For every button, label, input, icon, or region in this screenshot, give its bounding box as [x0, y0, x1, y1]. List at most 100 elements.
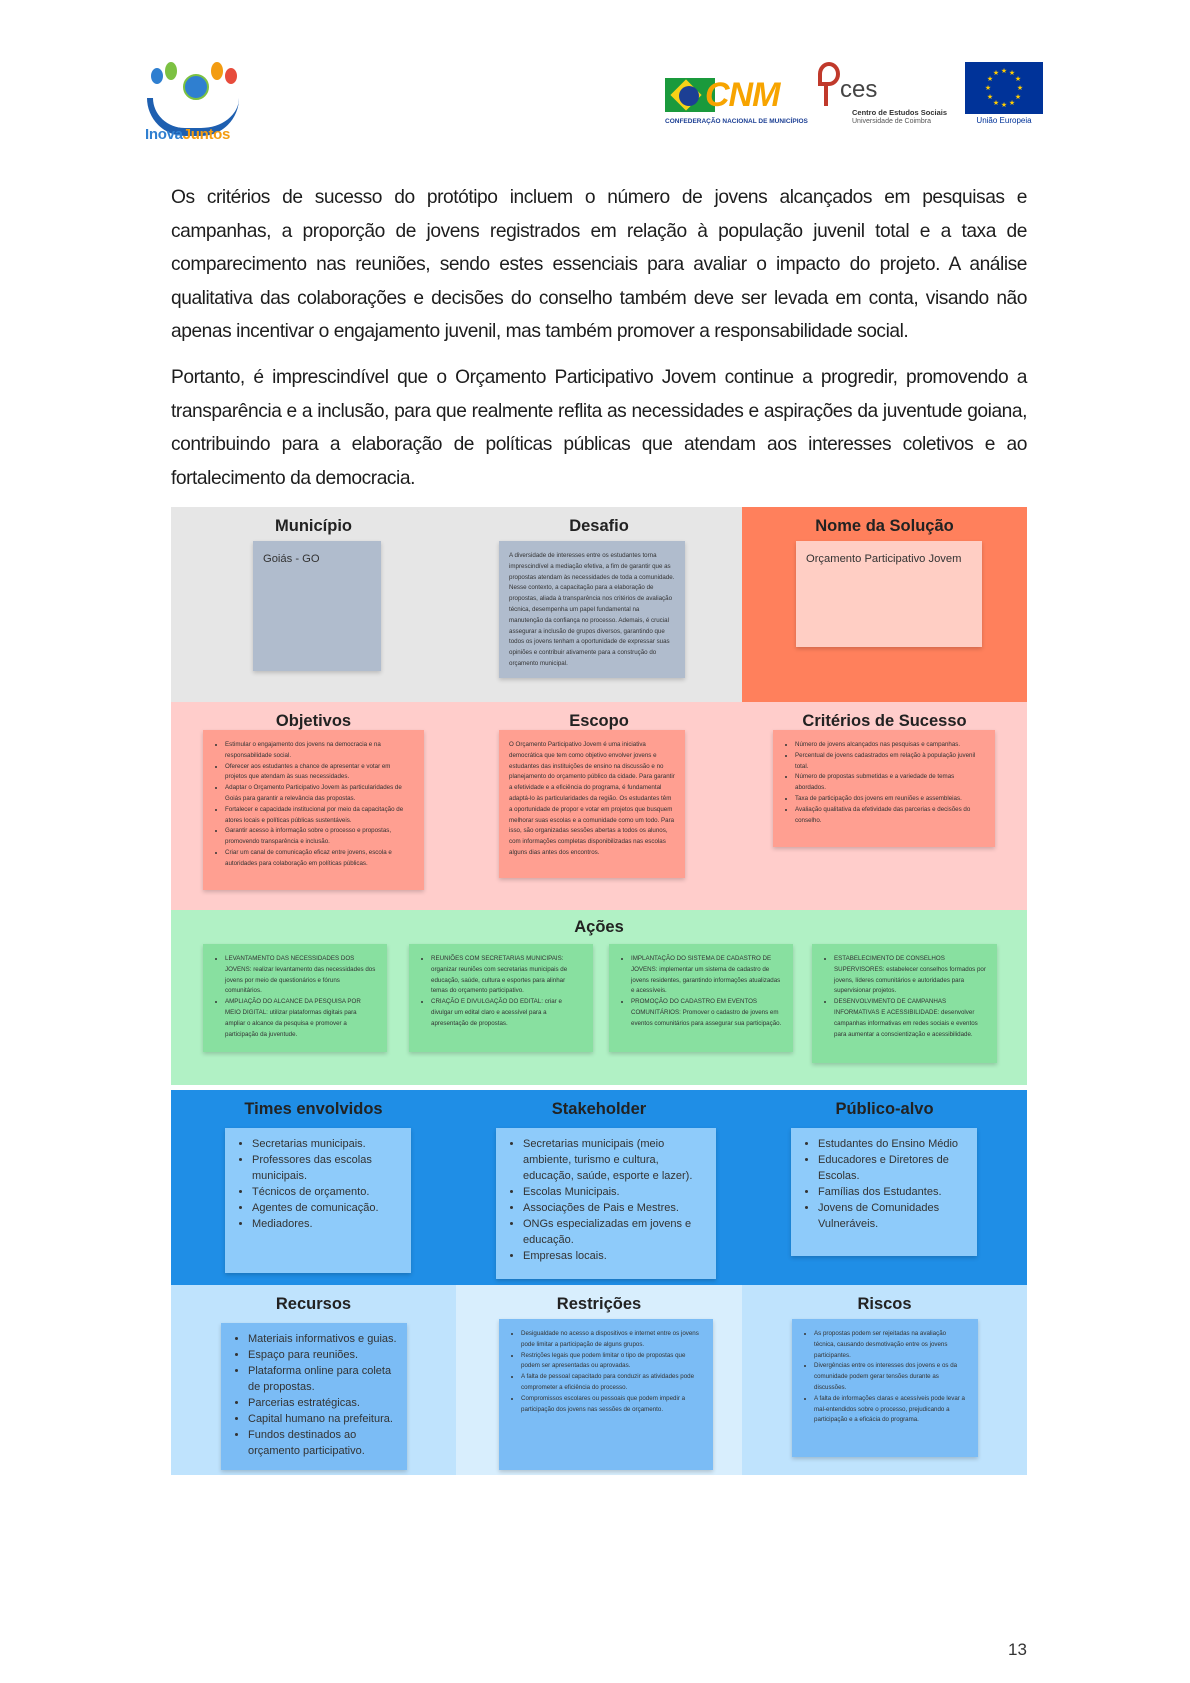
sticky-note: IMPLANTAÇÃO DO SISTEMA DE CADASTRO DE JO…	[609, 944, 793, 1052]
sticky-note: Desigualdade no acesso a dispositivos e …	[499, 1319, 713, 1470]
paragraph-conclusion: Portanto, é imprescindível que o Orçamen…	[171, 367, 1027, 489]
list-item: Plataforma online para coleta de propost…	[248, 1363, 397, 1395]
list-item: A falta de pessoal capacitado para condu…	[521, 1372, 703, 1394]
svg-text:★: ★	[987, 75, 993, 83]
sticky-note: LEVANTAMENTO DAS NECESSIDADES DOS JOVENS…	[203, 944, 387, 1052]
list-item: Número de jovens alcançados nas pesquisa…	[795, 740, 985, 751]
list-item: Educadores e Diretores de Escolas.	[818, 1152, 967, 1184]
sticky-note: Número de jovens alcançados nas pesquisa…	[773, 730, 995, 847]
ces-mark-icon	[818, 62, 840, 86]
list-item: LEVANTAMENTO DAS NECESSIDADES DOS JOVENS…	[225, 954, 377, 997]
cnm-subtitle: CONFEDERAÇÃO NACIONAL DE MUNICÍPIOS	[665, 118, 808, 125]
ces-wordmark: ces	[840, 76, 878, 103]
cell-escopo: Escopo O Orçamento Participativo Jovem é…	[456, 702, 742, 910]
globe-icon	[183, 74, 209, 100]
solution-canvas: Município Goiás - GO Desafio A diversida…	[171, 507, 1027, 1475]
sticky-note: ESTABELECIMENTO DE CONSELHOS SUPERVISORE…	[812, 944, 997, 1063]
cell-title: Restrições	[556, 1295, 642, 1313]
logo-drop-icon	[151, 68, 163, 84]
list-item: Agentes de comunicação.	[252, 1200, 401, 1216]
note-text: Orçamento Participativo Jovem	[806, 553, 962, 565]
list-item: Técnicos de orçamento.	[252, 1184, 401, 1200]
list-item: Fortalecer e capacidade institucional po…	[225, 805, 414, 827]
cell-times-envolvidos: Times envolvidos Secretarias municipais.…	[171, 1090, 456, 1285]
list-item: Parcerias estratégicas.	[248, 1395, 397, 1411]
list-item: Percentual de jovens cadastrados em rela…	[795, 751, 985, 773]
eu-caption: União Europeia	[976, 116, 1032, 125]
cell-title: Objetivos	[275, 712, 352, 730]
cell-acoes: Ações LEVANTAMENTO DAS NECESSIDADES DOS …	[171, 910, 1027, 1085]
svg-text:★: ★	[1015, 75, 1021, 83]
list-item: Adaptar o Orçamento Participativo Jovem …	[225, 783, 414, 805]
list-item: Restrições legais que podem limitar o ti…	[521, 1351, 703, 1373]
note-text: O Orçamento Participativo Jovem é uma in…	[509, 741, 675, 856]
cell-title: Recursos	[275, 1295, 352, 1313]
cell-restricoes: Restrições Desigualdade no acesso a disp…	[456, 1285, 742, 1475]
cell-title: Público-alvo	[835, 1100, 934, 1118]
cell-recursos: Recursos Materiais informativos e guias.…	[171, 1285, 456, 1475]
list-item: IMPLANTAÇÃO DO SISTEMA DE CADASTRO DE JO…	[631, 954, 783, 997]
cell-title: Escopo	[569, 712, 629, 730]
list-item: Criar um canal de comunicação eficaz ent…	[225, 848, 414, 870]
list-item: Divergências entre os interesses dos jov…	[814, 1361, 968, 1393]
note-text: A diversidade de interesses entre os est…	[509, 552, 675, 667]
svg-text:★: ★	[993, 99, 999, 107]
list-item: Taxa de participação dos jovens em reuni…	[795, 794, 985, 805]
list-item: Fundos destinados ao orçamento participa…	[248, 1427, 397, 1459]
list-item: Compromissos escolares ou pessoais que p…	[521, 1394, 703, 1416]
list-item: Número de propostas submetidas e a varie…	[795, 772, 985, 794]
page-number: 13	[1008, 1640, 1027, 1659]
list-item: ESTABELECIMENTO DE CONSELHOS SUPERVISORE…	[834, 954, 987, 997]
cell-desafio: Desafio A diversidade de interesses entr…	[456, 507, 742, 702]
list-item: Desigualdade no acesso a dispositivos e …	[521, 1329, 703, 1351]
ces-line2: Universidade de Coimbra	[852, 118, 931, 125]
logo-drop-icon	[225, 68, 237, 84]
list-item: Capital humano na prefeitura.	[248, 1411, 397, 1427]
sticky-note: A diversidade de interesses entre os est…	[499, 541, 685, 678]
list-item: DESENVOLVIMENTO DE CAMPANHAS INFORMATIVA…	[834, 997, 987, 1040]
list-item: Famílias dos Estudantes.	[818, 1184, 967, 1200]
list-item: REUNIÕES COM SECRETARIAS MUNICIPAIS: org…	[431, 954, 583, 997]
svg-text:★: ★	[1015, 93, 1021, 101]
cell-title: Stakeholder	[551, 1100, 647, 1118]
brazil-flag-icon	[665, 78, 715, 112]
svg-text:★: ★	[987, 93, 993, 101]
sticky-note: Estimular o engajamento dos jovens na de…	[203, 730, 424, 890]
cell-riscos: Riscos As propostas podem ser rejeitadas…	[742, 1285, 1027, 1475]
cell-title: Critérios de Sucesso	[802, 712, 967, 730]
cell-nome-solucao: Nome da Solução Orçamento Participativo …	[742, 507, 1027, 702]
cell-publico-alvo: Público-alvo Estudantes do Ensino Médio …	[742, 1090, 1027, 1285]
ces-logo: ces Centro de Estudos Sociais Universida…	[818, 62, 948, 132]
list-item: Estimular o engajamento dos jovens na de…	[225, 740, 414, 762]
sticky-note: Estudantes do Ensino Médio Educadores e …	[791, 1128, 977, 1256]
list-item: As propostas podem ser rejeitadas na ava…	[814, 1329, 968, 1361]
list-item: Secretarias municipais.	[252, 1136, 401, 1152]
logo-drop-icon	[211, 62, 223, 80]
sticky-note: As propostas podem ser rejeitadas na ava…	[792, 1319, 978, 1457]
inovajuntos-logo: InovaJuntos	[145, 60, 245, 145]
svg-text:★: ★	[1009, 69, 1015, 77]
cell-objetivos: Objetivos Estimular o engajamento dos jo…	[171, 702, 456, 910]
list-item: Secretarias municipais (meio ambiente, t…	[523, 1136, 706, 1184]
eu-flag-icon: ★★★★ ★★★★ ★★★★	[965, 62, 1043, 114]
objetivos-list: Estimular o engajamento dos jovens na de…	[213, 740, 414, 870]
list-item: Escolas Municipais.	[523, 1184, 706, 1200]
cell-municipio: Município Goiás - GO	[171, 507, 456, 702]
cnm-wordmark: CNM	[705, 76, 780, 114]
cell-stakeholder: Stakeholder Secretarias municipais (meio…	[456, 1090, 742, 1285]
sticky-note: Materiais informativos e guias. Espaço p…	[221, 1323, 407, 1470]
sticky-note: REUNIÕES COM SECRETARIAS MUNICIPAIS: org…	[409, 944, 593, 1052]
cell-criterios-sucesso: Critérios de Sucesso Número de jovens al…	[742, 702, 1027, 910]
list-item: ONGs especializadas em jovens e educação…	[523, 1216, 706, 1248]
cell-title: Ações	[574, 918, 624, 936]
criterios-list: Número de jovens alcançados nas pesquisa…	[783, 740, 985, 826]
sticky-note: Secretarias municipais (meio ambiente, t…	[496, 1128, 716, 1279]
cell-title: Riscos	[857, 1295, 912, 1313]
list-item: Espaço para reuniões.	[248, 1347, 397, 1363]
svg-text:★: ★	[1009, 99, 1015, 107]
cnm-logo: CNM CONFEDERAÇÃO NACIONAL DE MUNICÍPIOS	[665, 72, 808, 130]
cell-title: Município	[275, 517, 352, 535]
list-item: Estudantes do Ensino Médio	[818, 1136, 967, 1152]
cell-title: Desafio	[569, 517, 629, 535]
list-item: Jovens de Comunidades Vulneráveis.	[818, 1200, 967, 1232]
